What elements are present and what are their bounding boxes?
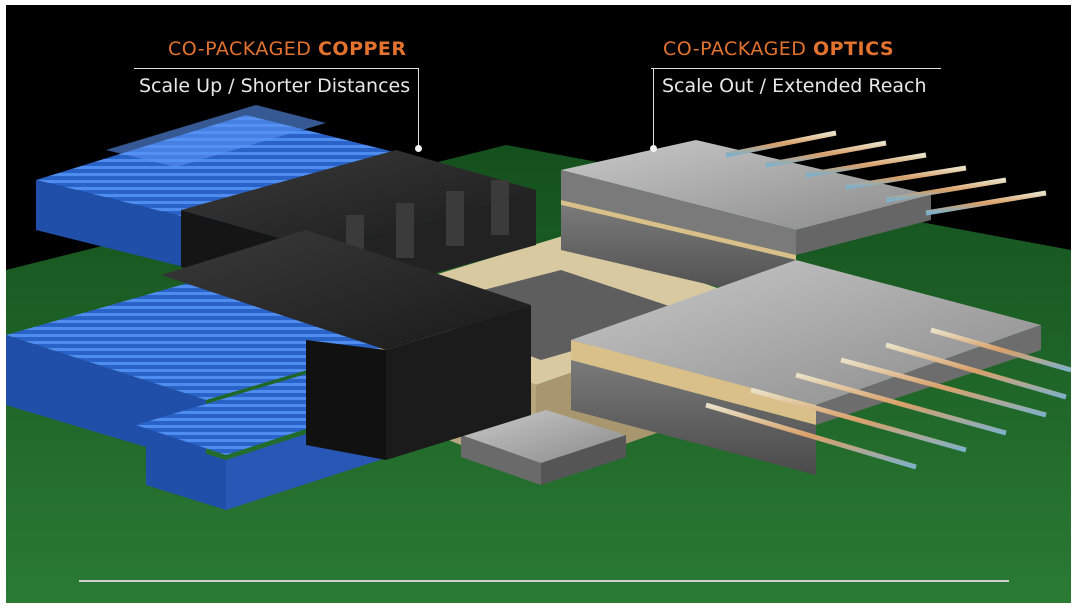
copper-leader-line xyxy=(418,68,419,148)
bottom-divider xyxy=(79,580,1009,582)
optics-divider xyxy=(651,68,941,69)
copper-title-emphasis: COPPER xyxy=(317,38,407,60)
optical-modules-upper xyxy=(561,140,931,305)
copper-connectors-lower xyxy=(161,230,531,460)
optics-title-emphasis: OPTICS xyxy=(812,38,895,60)
optics-leader-line xyxy=(653,68,654,148)
copper-subtitle: Scale Up / Shorter Distances xyxy=(139,75,411,97)
optics-title-prefix: CO-PACKAGED xyxy=(663,38,813,60)
copper-leader-dot xyxy=(415,145,422,152)
optics-title: CO-PACKAGED OPTICS xyxy=(663,38,894,60)
optics-subtitle: Scale Out / Extended Reach xyxy=(662,75,927,97)
package-illustration xyxy=(6,105,1071,603)
copper-cables-upper xyxy=(36,105,426,275)
optical-fibers-lower xyxy=(705,327,1071,470)
copper-title-prefix: CO-PACKAGED xyxy=(168,38,318,60)
optical-fibers-upper xyxy=(725,130,1047,216)
slide: CO-PACKAGED COPPER Scale Up / Shorter Di… xyxy=(6,5,1071,603)
optics-leader-dot xyxy=(650,145,657,152)
copper-title: CO-PACKAGED COPPER xyxy=(168,38,407,60)
copper-divider xyxy=(134,68,419,69)
optical-modules-lower xyxy=(571,260,1041,475)
